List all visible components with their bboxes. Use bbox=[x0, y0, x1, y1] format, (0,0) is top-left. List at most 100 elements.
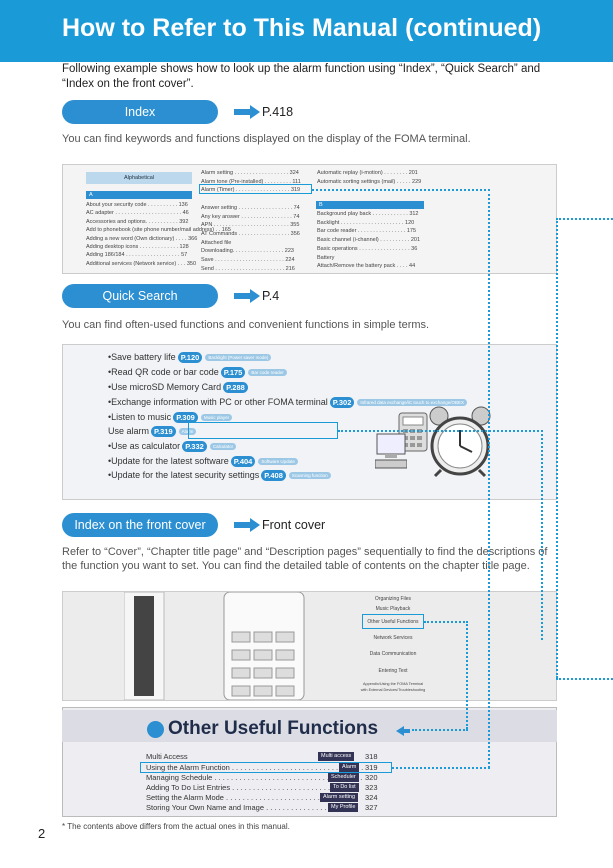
page-badge: P.332 bbox=[182, 441, 207, 452]
connector-line bbox=[392, 767, 490, 769]
quick-search-item-text: •Use microSD Memory Card bbox=[108, 382, 222, 392]
page-badge: P.288 bbox=[223, 382, 248, 393]
index-entry: Downloading. . . . . . . . . . . . . . .… bbox=[201, 248, 294, 255]
index-entry: Alarm tone (Pre-installed) . . . . . . .… bbox=[201, 178, 301, 185]
index-entry: Alarm setting . . . . . . . . . . . . . … bbox=[201, 170, 299, 176]
toc-page: 323 bbox=[365, 783, 378, 792]
cover-tab: Entering Text bbox=[378, 668, 408, 674]
function-tag: Software Update bbox=[258, 458, 298, 466]
toc-badge: Alarm setting bbox=[320, 793, 359, 802]
index-entry: Backlight . . . . . . . . . . . . . . . … bbox=[317, 219, 415, 226]
toc-badge: Alarm bbox=[339, 763, 360, 772]
connector-line bbox=[338, 430, 543, 432]
function-tag: Bar code reader bbox=[248, 369, 287, 377]
page-badge: P.175 bbox=[220, 367, 246, 378]
cover-tab: Music Playback bbox=[375, 606, 411, 612]
index-alarm-highlight bbox=[199, 184, 312, 194]
chapter-title-bar bbox=[62, 710, 557, 742]
index-entry: Add to phonebook (site phone number/mail… bbox=[86, 227, 231, 234]
index-entry: Additional services (Network service) . … bbox=[86, 260, 197, 267]
toc-alarm-highlight bbox=[140, 762, 392, 773]
page-badge: P.408 bbox=[261, 470, 286, 481]
arrow-right-icon bbox=[234, 518, 260, 532]
connector-line bbox=[556, 218, 558, 678]
function-tag: Music player bbox=[200, 414, 233, 422]
index-entry: Basic channel (i-channel) . . . . . . . … bbox=[317, 237, 421, 244]
page-number: 2 bbox=[38, 826, 46, 841]
index-entry: Alarm (Timer) . . . . . . . . . . . . . … bbox=[201, 187, 301, 194]
index-entry: Adding 186/184 . . . . . . . . . . . . .… bbox=[86, 252, 188, 259]
connector-line bbox=[488, 189, 490, 768]
quick-search-item: •Exchange information with PC or other F… bbox=[108, 397, 467, 408]
page-badge: P.120 bbox=[177, 352, 203, 363]
cover-other-functions-highlight bbox=[362, 614, 424, 629]
cover-description: Refer to “Cover”, “Chapter title page” a… bbox=[62, 546, 548, 572]
toc-page: 320 bbox=[365, 773, 378, 782]
phone-illustration bbox=[124, 592, 305, 700]
quick-search-label: Quick Search bbox=[62, 284, 218, 308]
quick-search-item-text: Use alarm bbox=[108, 426, 150, 436]
alphabetical-header: Alphabetical bbox=[86, 172, 192, 184]
index-entry: APN . . . . . . . . . . . . . . . . . . … bbox=[201, 222, 300, 229]
chapter-title: Other Useful Functions bbox=[168, 718, 379, 739]
chapter-bullet-icon bbox=[147, 721, 164, 738]
index-entry: Attach/Remove the battery pack . . . . 4… bbox=[317, 263, 416, 270]
cover-tab: Network Services bbox=[373, 635, 413, 641]
connector-line bbox=[466, 621, 468, 729]
quick-search-page-ref: P.4 bbox=[262, 289, 280, 303]
quick-search-item-text: •Use as calculator bbox=[108, 441, 181, 451]
quick-search-description: You can find often-used functions and co… bbox=[62, 319, 430, 331]
index-entry: AC adapter . . . . . . . . . . . . . . .… bbox=[86, 210, 189, 217]
page-badge: P.302 bbox=[329, 397, 355, 408]
index-entry: Answer setting . . . . . . . . . . . . .… bbox=[201, 204, 300, 211]
computer-icon bbox=[375, 433, 407, 469]
index-entry: AT Commands . . . . . . . . . . . . . . … bbox=[201, 230, 300, 237]
quick-search-item-text: •Update for the latest security settings bbox=[108, 470, 260, 480]
index-entry: Save . . . . . . . . . . . . . . . . . .… bbox=[201, 257, 295, 263]
connector-line bbox=[312, 189, 490, 191]
index-entry: Automatic replay (i-motion) . . . . . . … bbox=[317, 170, 418, 176]
quick-search-item: •Update for the latest security settings… bbox=[108, 470, 331, 481]
index-description: You can find keywords and functions disp… bbox=[62, 133, 471, 145]
index-page-ref: P.418 bbox=[262, 105, 294, 119]
cover-page-ref: Front cover bbox=[262, 518, 326, 532]
connector-line bbox=[412, 729, 468, 731]
toc-page: 318 bbox=[365, 752, 378, 761]
quick-search-item-text: •Read QR code or bar code bbox=[108, 367, 219, 377]
toc-entry: Multi Access bbox=[146, 752, 188, 761]
quick-search-item-text: •Exchange information with PC or other F… bbox=[108, 397, 328, 407]
cover-tab: Organizing Files bbox=[374, 596, 412, 602]
connector-line bbox=[541, 430, 543, 640]
index-entry: Any key answer . . . . . . . . . . . . .… bbox=[201, 213, 300, 220]
index-entry: Accessories and options. . . . . . . . .… bbox=[86, 218, 189, 225]
toc-page: 327 bbox=[365, 803, 378, 812]
function-tag: Calculator bbox=[209, 443, 237, 451]
toc-badge: My Profile bbox=[328, 803, 359, 812]
toc-entry: Managing Schedule . . . . . . . . . . . … bbox=[146, 773, 363, 782]
toc-entry: Adding To Do List Entries . . . . . . . … bbox=[146, 783, 356, 792]
toc-entry: Setting the Alarm Mode . . . . . . . . .… bbox=[146, 793, 358, 802]
arrow-right-icon bbox=[234, 105, 260, 119]
page-header: How to Refer to This Manual (continued) bbox=[0, 0, 613, 62]
connector-line bbox=[424, 621, 468, 623]
function-tag: Alarm bbox=[178, 428, 197, 436]
index-entry: About your security code . . . . . . . .… bbox=[86, 202, 188, 208]
toc-badge: Scheduler bbox=[328, 773, 359, 782]
index-entry: Automatic sorting settings (mail) . . . … bbox=[317, 178, 422, 185]
page-title: How to Refer to This Manual (continued) bbox=[62, 14, 542, 42]
quick-search-item-text: •Update for the latest software bbox=[108, 456, 229, 466]
index-entry: Attached file bbox=[201, 239, 232, 246]
index-entry: Background play back . . . . . . . . . .… bbox=[317, 211, 419, 217]
index-label: Index bbox=[62, 100, 218, 124]
page-badge: P.319 bbox=[151, 426, 176, 437]
function-tag: Scanning function bbox=[288, 472, 331, 480]
letter-a-bar: A bbox=[86, 191, 192, 199]
index-entry: Basic operations . . . . . . . . . . . .… bbox=[317, 245, 418, 252]
